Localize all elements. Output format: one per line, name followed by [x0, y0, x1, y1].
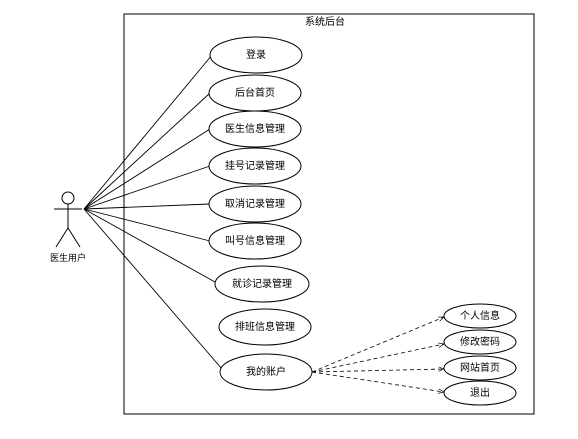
use-case-label: 挂号记录管理	[225, 159, 285, 172]
assoc-doctor-info	[83, 128, 211, 210]
assoc-my-account	[83, 208, 223, 370]
use-case-label: 个人信息	[460, 309, 500, 322]
use-case-label: 医生信息管理	[225, 122, 285, 135]
assoc-login	[83, 54, 213, 210]
assoc-cancellation	[83, 203, 211, 210]
use-case-call-number: 叫号信息管理	[208, 222, 302, 260]
association-lines	[83, 54, 223, 370]
use-case-change-password: 修改密码	[443, 329, 517, 355]
assoc-registration	[83, 165, 211, 210]
actor-label: 医生用户	[50, 252, 86, 264]
use-case-label: 网站首页	[460, 361, 500, 374]
use-case-label: 叫号信息管理	[225, 234, 285, 247]
system-boundary	[123, 13, 535, 415]
assoc-call-number	[83, 208, 211, 242]
use-case-profile: 个人信息	[443, 303, 517, 329]
use-case-label: 排班信息管理	[235, 320, 295, 333]
assoc-visit-records	[83, 208, 216, 283]
use-case-my-account: 我的账户	[219, 353, 313, 391]
use-case-doctor-info: 医生信息管理	[208, 110, 302, 148]
actor-figure	[54, 191, 82, 248]
use-case-visit-records: 就诊记录管理	[214, 265, 310, 303]
use-case-label: 取消记录管理	[225, 197, 285, 210]
include-arrow-profile	[311, 316, 444, 373]
use-case-label: 我的账户	[246, 365, 286, 378]
system-title: 系统后台	[305, 15, 345, 28]
include-arrow-change-password	[311, 344, 444, 373]
use-case-login: 登录	[209, 36, 303, 74]
use-case-label: 就诊记录管理	[232, 277, 292, 290]
use-case-label: 退出	[470, 386, 490, 399]
use-case-schedule: 排班信息管理	[218, 308, 312, 346]
use-case-cancellation: 取消记录管理	[208, 185, 302, 223]
use-case-label: 后台首页	[235, 86, 275, 99]
use-case-admin-home: 后台首页	[208, 74, 302, 112]
include-arrows	[311, 316, 444, 392]
use-case-logout: 退出	[443, 380, 517, 406]
use-case-website-home: 网站首页	[443, 355, 517, 381]
use-case-label: 登录	[246, 48, 266, 61]
use-case-registration: 挂号记录管理	[208, 147, 302, 185]
include-arrow-logout	[311, 371, 444, 392]
include-arrow-website-home	[311, 369, 444, 373]
assoc-admin-home	[83, 92, 211, 210]
use-case-label: 修改密码	[460, 335, 500, 348]
